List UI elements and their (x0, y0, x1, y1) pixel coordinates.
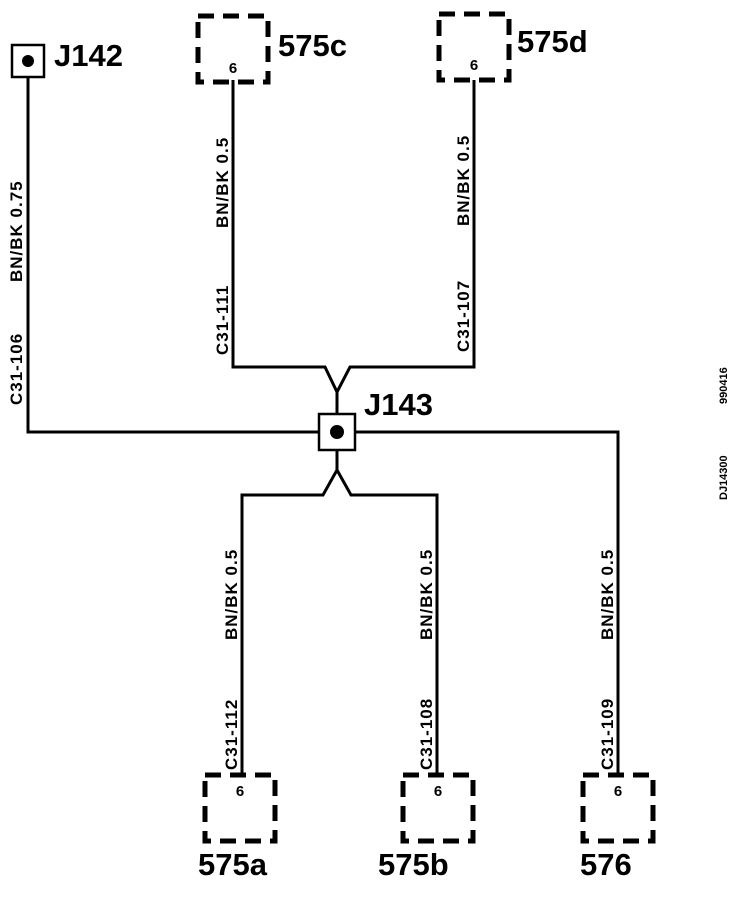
wire-spec-label: BN/BK 0.5 (417, 549, 436, 640)
connector-box (436, 11, 512, 83)
connector-box (202, 772, 278, 844)
wire-spec-label: BN/BK 0.5 (454, 135, 473, 226)
connector-575d[interactable]: 6 (436, 11, 512, 83)
wire-circuit-label: C31-111 (213, 285, 232, 355)
wire-c31-111 (231, 80, 339, 393)
wire-c31-109 (356, 430, 620, 775)
splice-j142[interactable] (10, 43, 46, 79)
splice-label-j142: J142 (54, 38, 123, 73)
connector-label-575c: 575c (278, 28, 347, 63)
connector-575c[interactable]: 6 (195, 13, 271, 85)
wire-spec-label: BN/BK 0.75 (7, 180, 26, 282)
drawing-id: DJ14300 (718, 455, 730, 500)
wire-circuit-label: C31-108 (417, 698, 436, 770)
connector-label-576: 576 (580, 847, 632, 882)
connector-label-575d: 575d (517, 24, 588, 59)
connector-575b[interactable]: 6 (400, 772, 476, 844)
splice-dot (22, 55, 34, 67)
connector-pin: 6 (470, 57, 478, 74)
wire-spec-label: BN/BK 0.5 (222, 549, 241, 640)
wire-spec-label: BN/BK 0.5 (213, 137, 232, 228)
wire-circuit-label: C31-109 (598, 698, 617, 770)
drawing-date-code: 990416 (718, 367, 730, 404)
connector-box (580, 772, 656, 844)
splice-dot (330, 425, 344, 439)
connector-pin: 6 (434, 783, 442, 800)
wire-circuit-label: C31-106 (7, 333, 26, 405)
connector-pin: 6 (229, 60, 237, 77)
wire-spec-label: BN/BK 0.5 (598, 549, 617, 640)
splice-label-j143: J143 (364, 387, 433, 422)
connector-box (400, 772, 476, 844)
connector-box (195, 13, 271, 85)
splice-j143[interactable] (317, 412, 357, 452)
wire-circuit-label: C31-107 (454, 280, 473, 352)
connector-pin: 6 (614, 783, 622, 800)
connector-pin: 6 (236, 783, 244, 800)
connector-575a[interactable]: 6 (202, 772, 278, 844)
connector-576[interactable]: 6 (580, 772, 656, 844)
wire-c31-106 (26, 62, 330, 434)
wire-circuit-label: C31-112 (222, 699, 241, 770)
wire-c31-107 (335, 80, 476, 393)
connector-label-575a: 575a (198, 847, 268, 882)
wire-c31-112 (240, 469, 339, 775)
wire-c31-108 (335, 469, 439, 775)
connector-label-575b: 575b (378, 847, 449, 882)
